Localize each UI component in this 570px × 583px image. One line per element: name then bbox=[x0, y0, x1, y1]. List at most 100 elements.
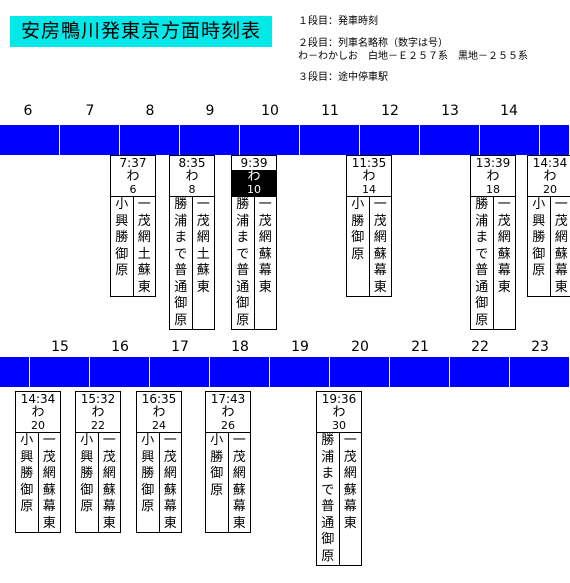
stop-char: 土 bbox=[137, 246, 151, 262]
stop-char: 茂 bbox=[102, 449, 116, 465]
stop-char: 茂 bbox=[196, 213, 210, 229]
hour-cell bbox=[480, 125, 540, 155]
departure-time: 15:32 bbox=[80, 392, 116, 406]
stops-column-left: 勝浦まで普通御原 bbox=[170, 197, 192, 329]
stop-char: 東 bbox=[258, 279, 272, 295]
stop-char: 興 bbox=[20, 449, 34, 465]
stop-char: ま bbox=[174, 230, 188, 245]
departure-time: 17:43 bbox=[210, 392, 246, 406]
stop-char: 御 bbox=[236, 296, 250, 311]
stop-char: 蘇 bbox=[554, 246, 568, 262]
stop-char: 御 bbox=[351, 230, 365, 245]
legend-line-1: １段目：発車時刻 bbox=[298, 16, 378, 27]
hour-band-row-2 bbox=[0, 357, 570, 387]
train-number: 24 bbox=[137, 420, 181, 433]
stop-char: 網 bbox=[497, 230, 511, 245]
stops-column-right: 一茂網蘇幕東 bbox=[494, 197, 516, 329]
stops-column-left: 小勝御原 bbox=[347, 197, 369, 296]
legend-line-2: ２段目：列車名略称（数字は号） bbox=[298, 38, 448, 49]
stop-char: 網 bbox=[373, 230, 387, 245]
stop-char: 東 bbox=[497, 279, 511, 295]
stops-column-right: 一茂網蘇幕東 bbox=[255, 197, 277, 329]
train-name-code: わ bbox=[543, 169, 557, 184]
hour-label: 11 bbox=[321, 103, 339, 119]
stop-char: 小 bbox=[20, 433, 34, 448]
hour-cell bbox=[510, 357, 570, 387]
stops-divider bbox=[132, 197, 134, 296]
stop-char: 原 bbox=[532, 263, 546, 278]
stop-char: 東 bbox=[554, 279, 568, 295]
stop-char: 普 bbox=[236, 263, 250, 278]
stops-divider bbox=[492, 197, 494, 329]
stop-char: 原 bbox=[174, 312, 188, 328]
stop-char: 蘇 bbox=[196, 263, 210, 278]
stop-stations: 勝浦まで普通御原一茂網蘇幕東 bbox=[317, 433, 361, 565]
departure-time: 16:35 bbox=[141, 392, 177, 406]
stop-char: 網 bbox=[163, 466, 177, 481]
stop-char: 網 bbox=[258, 230, 272, 245]
stop-char: 蘇 bbox=[102, 482, 116, 498]
stop-char: で bbox=[321, 482, 335, 498]
hour-label: 23 bbox=[531, 339, 549, 355]
stop-char: 網 bbox=[232, 466, 246, 481]
stop-char: 原 bbox=[210, 482, 224, 498]
hour-label: 14 bbox=[500, 103, 518, 119]
train-name-code: わ bbox=[332, 405, 346, 420]
stop-char: 勝 bbox=[532, 230, 546, 245]
stop-char: 原 bbox=[321, 548, 335, 564]
stop-char: 茂 bbox=[42, 449, 56, 465]
stops-column-right: 一茂網蘇幕東 bbox=[99, 433, 121, 532]
hour-cell bbox=[330, 357, 390, 387]
train-number: 20 bbox=[528, 184, 570, 197]
departure-time: 14:34 bbox=[532, 156, 568, 170]
stops-divider bbox=[368, 197, 370, 296]
stop-char: 幕 bbox=[163, 499, 177, 514]
hour-label: 17 bbox=[171, 339, 189, 355]
stop-char: 東 bbox=[196, 279, 210, 295]
stop-char: 御 bbox=[532, 246, 546, 262]
hour-cell bbox=[390, 357, 450, 387]
hour-cell bbox=[60, 125, 120, 155]
stop-char: 土 bbox=[196, 246, 210, 262]
stop-char: 勝 bbox=[115, 230, 129, 245]
stop-char: で bbox=[236, 246, 250, 262]
stop-char: 一 bbox=[497, 197, 511, 212]
stop-char: 蘇 bbox=[343, 482, 357, 498]
stop-char: 普 bbox=[475, 263, 489, 278]
stop-char: 浦 bbox=[236, 213, 250, 229]
stops-divider bbox=[227, 433, 229, 532]
stop-char: 一 bbox=[42, 433, 56, 448]
hour-cell bbox=[450, 357, 510, 387]
stops-divider bbox=[158, 433, 160, 532]
hour-cell bbox=[210, 357, 270, 387]
stop-char: 浦 bbox=[321, 449, 335, 465]
stop-char: 茂 bbox=[232, 449, 246, 465]
stop-char: 茂 bbox=[373, 213, 387, 229]
stop-char: 御 bbox=[210, 466, 224, 481]
stop-char: 勝 bbox=[475, 197, 489, 212]
hour-label: 6 bbox=[23, 103, 33, 119]
departure-time: 13:39 bbox=[475, 156, 511, 170]
legend-line-4: ３段目：途中停車駅 bbox=[298, 72, 388, 83]
stop-stations: 小興勝御原一茂網蘇幕東 bbox=[137, 433, 181, 532]
train-number: 8 bbox=[170, 184, 214, 197]
stop-char: 東 bbox=[373, 279, 387, 295]
departure-time: 9:39 bbox=[240, 156, 268, 170]
stop-char: 勝 bbox=[236, 197, 250, 212]
stop-char: 浦 bbox=[174, 213, 188, 229]
hour-label: 16 bbox=[111, 339, 129, 355]
train-number: 14 bbox=[347, 184, 391, 197]
hour-label: 12 bbox=[381, 103, 399, 119]
stop-char: 御 bbox=[20, 482, 34, 498]
stop-char: ま bbox=[475, 230, 489, 245]
train-name-code: わ bbox=[486, 169, 500, 184]
train-name-code: わ bbox=[185, 169, 199, 184]
hour-label: 10 bbox=[261, 103, 279, 119]
stops-column-right: 一茂網土蘇東 bbox=[193, 197, 215, 329]
hour-label: 19 bbox=[291, 339, 309, 355]
stop-char: 御 bbox=[321, 532, 335, 547]
departure-time: 11:35 bbox=[351, 156, 387, 170]
